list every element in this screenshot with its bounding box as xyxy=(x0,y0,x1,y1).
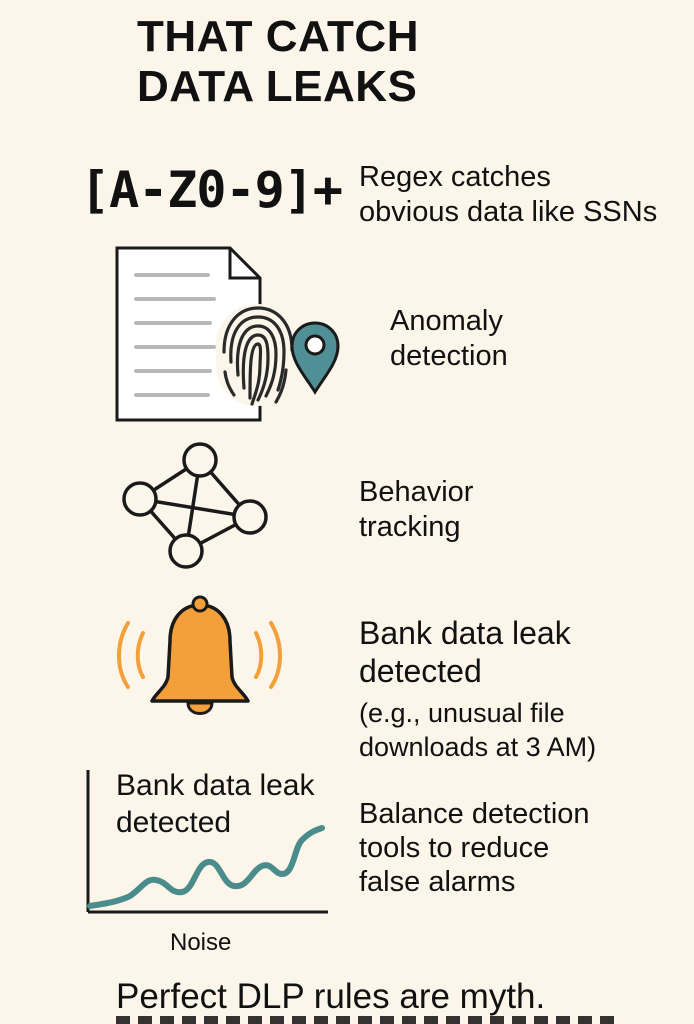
chart-xlabel: Noise xyxy=(170,929,232,956)
bell-icon xyxy=(117,595,282,715)
chart-label: Bank data leak detected xyxy=(116,767,314,841)
chart-line xyxy=(87,825,325,909)
alert-note-line-1: (e.g., unusual file xyxy=(359,698,565,728)
regex-caption: Regex catches obvious data like SSNs xyxy=(359,160,657,230)
line-chart-icon xyxy=(86,770,328,914)
balance-caption-line-1: Balance detection xyxy=(359,798,590,830)
balance-caption-line-2: tools to reduce xyxy=(359,832,550,864)
regex-pattern: [A-Z0-9]+ xyxy=(80,161,343,219)
anomaly-caption: Anomaly detection xyxy=(390,304,508,374)
behavior-caption-line-1: Behavior xyxy=(359,476,474,508)
behavior-caption-line-2: tracking xyxy=(359,511,461,543)
chart-label-line-1: Bank data leak xyxy=(116,769,315,802)
anomaly-caption-line-2: detection xyxy=(390,340,508,372)
footer-text: Perfect DLP rules are myth. xyxy=(116,977,546,1016)
regex-caption-line-1: Regex catches xyxy=(359,161,551,193)
page-title: THAT CATCH DATA LEAKS xyxy=(137,12,557,112)
title-line-2: DATA LEAKS xyxy=(137,62,418,111)
alert-note: (e.g., unusual file downloads at 3 AM) xyxy=(359,696,596,764)
fingerprint-icon xyxy=(216,304,298,406)
alert-caption: Bank data leak detected xyxy=(359,614,571,690)
title-line-1: THAT CATCH xyxy=(137,12,419,61)
balance-caption-line-3: false alarms xyxy=(359,866,516,898)
location-pin-icon xyxy=(290,321,340,395)
alert-caption-line-1: Bank data leak xyxy=(359,615,571,651)
footer-cut-line xyxy=(116,1016,616,1024)
behavior-caption: Behavior tracking xyxy=(359,475,473,545)
alert-caption-line-2: detected xyxy=(359,653,482,689)
chart-label-line-2: detected xyxy=(116,806,232,839)
regex-caption-line-2: obvious data like SSNs xyxy=(359,196,658,228)
anomaly-caption-line-1: Anomaly xyxy=(390,305,503,337)
network-icon xyxy=(122,442,268,569)
alert-note-line-2: downloads at 3 AM) xyxy=(359,732,597,762)
balance-caption: Balance detection tools to reduce false … xyxy=(359,797,590,899)
